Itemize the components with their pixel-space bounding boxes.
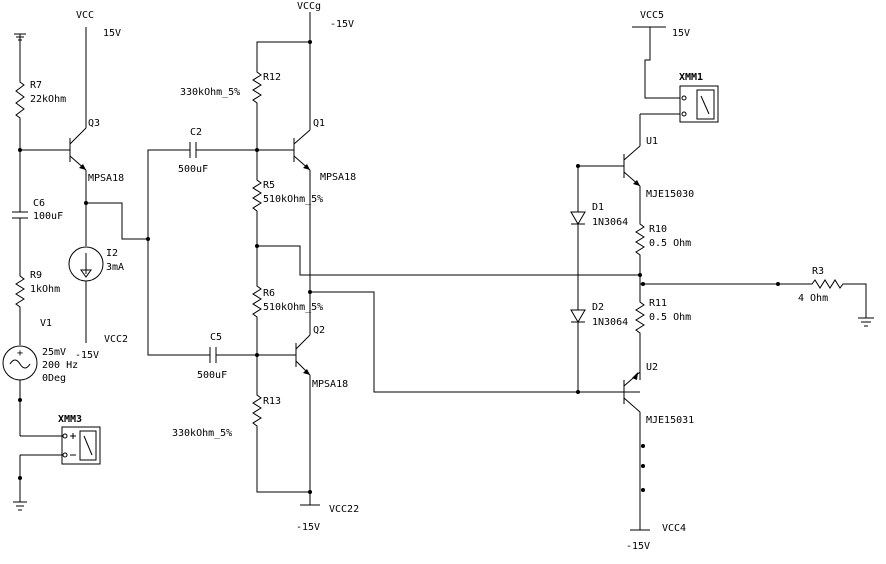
- xmm1-ref: XMM1: [679, 72, 703, 83]
- u1-model: MJE15030: [646, 189, 694, 200]
- d2-ref: D2: [592, 302, 604, 313]
- vccg-voltage: -15V: [330, 19, 354, 30]
- q2-ref: Q2: [313, 325, 325, 336]
- r9-value: 1kOhm: [30, 284, 60, 295]
- r5-value: 510kOhm_5%: [263, 194, 323, 205]
- transistor-q3[interactable]: [20, 127, 87, 171]
- v1-plus: +: [17, 348, 23, 359]
- q3-model: MPSA18: [88, 173, 124, 184]
- resistor-r5[interactable]: [252, 150, 262, 246]
- c2-value: 500uF: [178, 164, 208, 175]
- ground-symbol-bottom-left: [13, 501, 27, 511]
- transistor-q2[interactable]: [292, 334, 311, 376]
- capacitor-c6[interactable]: [12, 150, 28, 270]
- i2-ref: I2: [106, 248, 118, 259]
- q3-ref: Q3: [88, 118, 100, 129]
- c6-ref: C6: [33, 198, 45, 209]
- capacitor-c5[interactable]: [209, 347, 292, 363]
- diode-d2[interactable]: [570, 309, 586, 323]
- transistor-u2[interactable]: [623, 371, 641, 413]
- r13-ref: R13: [263, 396, 281, 407]
- c5-value: 500uF: [197, 370, 227, 381]
- resistor-r13[interactable]: [252, 355, 310, 493]
- capacitor-c2[interactable]: [189, 142, 290, 158]
- xmm3-ref: XMM3: [58, 414, 82, 425]
- vcc4-label: VCC4: [662, 523, 686, 534]
- q1-ref: Q1: [313, 118, 325, 129]
- vcc-voltage: 15V: [103, 28, 121, 39]
- r6-value: 510kOhm_5%: [263, 302, 323, 313]
- d1-ref: D1: [592, 202, 604, 213]
- r10-ref: R10: [649, 224, 667, 235]
- vcc2-voltage: -15V: [75, 350, 99, 361]
- r3-value: 4 Ohm: [798, 293, 828, 304]
- c6-value: 100uF: [33, 211, 63, 222]
- q2-model: MPSA18: [312, 379, 348, 390]
- vcc2-label: VCC2: [104, 334, 128, 345]
- vcc-label: VCC: [76, 10, 94, 21]
- vcc5-voltage: 15V: [672, 28, 690, 39]
- vcc5-label: VCC5: [640, 10, 664, 21]
- vccg-label: VCCg: [297, 1, 321, 12]
- vcc22-label: VCC22: [329, 504, 359, 515]
- resistor-r10[interactable]: [635, 186, 645, 296]
- resistor-r6[interactable]: [252, 246, 262, 355]
- v1-frequency: 200 Hz: [42, 360, 78, 371]
- current-source-i2[interactable]: [68, 246, 104, 343]
- c2-ref: C2: [190, 127, 202, 138]
- vcc22-voltage: -15V: [296, 522, 320, 533]
- r3-ref: R3: [812, 266, 824, 277]
- ground-symbol-right: [858, 317, 874, 327]
- i2-value: 3mA: [106, 262, 124, 273]
- r9-ref: R9: [30, 270, 42, 281]
- transistor-q1[interactable]: [290, 129, 311, 171]
- r7-value: 22kOhm: [30, 94, 66, 105]
- r13-value: 330kOhm_5%: [172, 428, 232, 439]
- c5-ref: C5: [210, 332, 222, 343]
- resistor-r7[interactable]: [15, 54, 25, 150]
- r7-ref: R7: [30, 80, 42, 91]
- vcc4-voltage: -15V: [626, 541, 650, 552]
- d2-model: 1N3064: [592, 317, 628, 328]
- u1-ref: U1: [646, 136, 658, 147]
- r12-value: 330kOhm_5%: [180, 87, 240, 98]
- ground-symbol-top-left: [14, 33, 26, 54]
- resistor-r3[interactable]: [790, 279, 867, 318]
- r11-value: 0.5 Ohm: [649, 312, 691, 323]
- r12-ref: R12: [263, 72, 281, 83]
- q1-model: MPSA18: [320, 172, 356, 183]
- v1-ref: V1: [40, 318, 52, 329]
- transistor-u1[interactable]: [578, 145, 641, 187]
- d1-model: 1N3064: [592, 217, 628, 228]
- resistor-r11[interactable]: [635, 296, 645, 380]
- u2-ref: U2: [646, 362, 658, 373]
- multimeter-xmm1[interactable]: [679, 85, 719, 123]
- r6-ref: R6: [263, 288, 275, 299]
- r11-ref: R11: [649, 298, 667, 309]
- diode-d1[interactable]: [570, 211, 586, 225]
- v1-phase: 0Deg: [42, 373, 66, 384]
- r10-value: 0.5 Ohm: [649, 238, 691, 249]
- multimeter-xmm3[interactable]: [61, 426, 101, 465]
- r5-ref: R5: [263, 180, 275, 191]
- resistor-r9[interactable]: [15, 270, 25, 345]
- voltage-source-v1[interactable]: [2, 345, 38, 436]
- u2-model: MJE15031: [646, 415, 694, 426]
- resistor-r12[interactable]: [252, 60, 262, 150]
- v1-amplitude: 25mV: [42, 347, 66, 358]
